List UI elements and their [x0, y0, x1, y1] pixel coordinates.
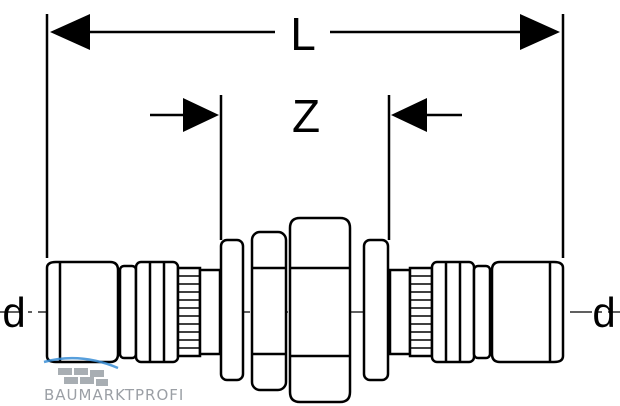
right-pipe-end: [490, 260, 565, 364]
diameter-left-label: d: [2, 289, 25, 336]
watermark: BAUMARKTPROFI: [43, 356, 184, 404]
roof-tiles-icon: [43, 356, 119, 386]
center-hex-nut: [288, 216, 352, 404]
left-knurl-pattern: [178, 275, 200, 349]
socket-gap-dimension: Z: [150, 90, 462, 240]
left-press-ring: [118, 264, 138, 360]
right-flange: [362, 238, 390, 382]
right-knurl-pattern: [410, 275, 432, 349]
overall-length-label: L: [290, 8, 316, 60]
left-sleeve: [134, 260, 180, 364]
right-collar: [388, 268, 412, 356]
left-knurl-ring: [176, 266, 202, 358]
arrowhead-z-left: [183, 98, 219, 132]
right-knurl-ring: [408, 266, 434, 358]
right-press-ring: [472, 264, 492, 360]
fitting-body: [0, 216, 620, 404]
watermark-text: BAUMARKTPROFI: [44, 386, 184, 404]
arrowhead-z-right: [391, 98, 427, 132]
left-collar: [198, 268, 222, 356]
diameter-right-label: d: [592, 289, 615, 336]
arrowhead-left: [50, 14, 90, 50]
arrowhead-right: [520, 14, 560, 50]
left-flange: [219, 238, 245, 382]
left-pipe-end: [45, 260, 120, 364]
socket-gap-label: Z: [292, 90, 320, 142]
overall-length-dimension: L: [45, 8, 565, 258]
right-sleeve: [430, 260, 476, 364]
left-nut: [250, 230, 288, 392]
